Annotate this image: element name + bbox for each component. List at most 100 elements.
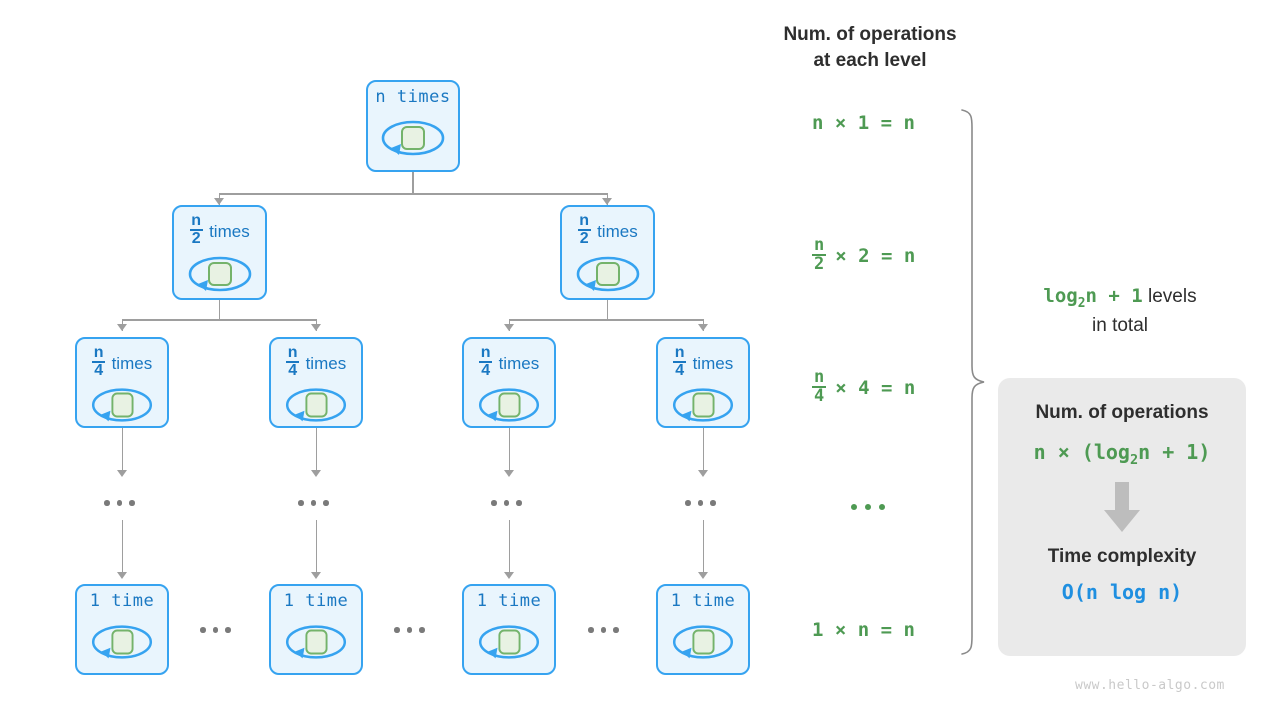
down-arrow-icon — [1104, 482, 1140, 532]
tree-ellipsis-between-2 — [394, 627, 425, 633]
self-loop — [464, 381, 554, 429]
tree-node-last-2[interactable]: 1 time — [269, 584, 363, 675]
tree-node-last-4[interactable]: 1 time — [656, 584, 750, 675]
tree-ellipsis-vertical-3 — [491, 500, 522, 506]
self-loop-icon — [285, 388, 347, 422]
self-loop-icon — [188, 256, 251, 291]
arrowhead-l2-left — [214, 198, 224, 205]
self-loop — [271, 610, 361, 673]
operations-row-3-rest: × 4 = n — [835, 377, 916, 400]
self-loop — [464, 610, 554, 673]
self-loop-icon — [91, 624, 153, 659]
operations-row-1-text: n × 1 = n — [812, 112, 915, 134]
connector-l3-3-to-dots — [508, 428, 511, 473]
levels-note-line2: in total — [1092, 314, 1148, 336]
self-loop-icon — [478, 624, 540, 659]
node-label: n 2 times — [189, 212, 250, 249]
node-label: n 2 times — [577, 212, 638, 249]
operations-column-title: Num. of operations at each level — [760, 22, 980, 73]
operations-row-3: n 4 × 4 = n — [812, 368, 916, 407]
tree-ellipsis-between-3 — [588, 627, 619, 633]
fraction-denominator: 4 — [92, 361, 106, 380]
arrowhead-last-4 — [698, 572, 708, 579]
connector-l3-2-to-dots — [315, 428, 318, 473]
summary-card: Num. of operations n × (log2n + 1) Time … — [998, 378, 1246, 656]
fraction: n 4 — [479, 344, 493, 380]
fraction-denominator: 4 — [479, 361, 493, 380]
fraction-denominator: 2 — [812, 254, 827, 275]
tree-ellipsis-between-1 — [200, 627, 231, 633]
self-loop — [658, 610, 748, 673]
fraction-denominator: 2 — [577, 229, 591, 248]
connector-dots-2-to-last — [315, 520, 318, 575]
tree-node-level3-1[interactable]: n 4 times — [75, 337, 169, 428]
fraction: n 2 — [812, 236, 827, 275]
node-label: n 4 times — [673, 344, 734, 381]
tree-node-level3-2[interactable]: n 4 times — [269, 337, 363, 428]
fraction: n 2 — [577, 212, 591, 248]
node-label: n 4 times — [286, 344, 346, 381]
connector-root-down — [412, 172, 414, 194]
fraction: n 2 — [189, 212, 203, 248]
operations-row-5-text: 1 × n = n — [812, 619, 915, 641]
operations-title-line1: Num. of operations — [783, 24, 957, 45]
node-label: 1 time — [283, 591, 349, 611]
operations-row-2-rest: × 2 = n — [835, 245, 916, 268]
self-loop — [368, 106, 458, 170]
connector-l2l-down — [218, 300, 221, 320]
card-complexity-formula: O(n log n) — [1061, 580, 1183, 604]
operations-row-1: n × 1 = n — [812, 112, 915, 134]
node-label-suffix: times — [111, 353, 153, 373]
arrowhead-l3-1 — [117, 324, 127, 331]
node-label: 1 time — [670, 591, 736, 611]
levels-note-line1: log2n + 1 levels — [980, 283, 1260, 313]
node-label: 1 time — [476, 591, 542, 611]
connector-l2r-bar — [509, 319, 704, 321]
arrowhead-last-3 — [504, 572, 514, 579]
operations-row-4-ellipsis — [851, 504, 885, 510]
arrowhead-dots-1 — [117, 470, 127, 477]
arrowhead-dots-2 — [311, 470, 321, 477]
self-loop — [77, 381, 167, 429]
levels-suffix: levels — [1142, 286, 1197, 307]
self-loop-icon — [576, 256, 639, 291]
tree-node-level3-4[interactable]: n 4 times — [656, 337, 750, 428]
connector-dots-4-to-last — [702, 520, 705, 575]
self-loop-icon — [478, 388, 540, 422]
arrowhead-l2-right — [602, 198, 612, 205]
fraction-numerator: n — [579, 212, 590, 229]
node-label-suffix: times — [597, 221, 638, 241]
connector-dots-1-to-last — [121, 520, 124, 575]
self-loop-icon — [672, 388, 734, 422]
arrowhead-dots-4 — [698, 470, 708, 477]
fraction: n 4 — [812, 368, 827, 406]
tree-node-last-3[interactable]: 1 time — [462, 584, 556, 675]
tree-ellipsis-vertical-2 — [298, 500, 329, 506]
arrowhead-l3-3 — [504, 324, 514, 331]
levels-formula: log2n + 1 — [1043, 285, 1143, 311]
connector-l2l-bar — [122, 319, 317, 321]
tree-node-last-1[interactable]: 1 time — [75, 584, 169, 675]
node-label: 1 time — [89, 591, 155, 611]
card-complexity-heading: Time complexity — [1047, 546, 1197, 567]
connector-dots-3-to-last — [508, 520, 511, 575]
tree-node-level1-1[interactable]: n times — [366, 80, 460, 172]
fraction: n 4 — [92, 344, 106, 380]
watermark: www.hello-algo.com — [1075, 678, 1225, 693]
self-loop — [77, 610, 167, 673]
connector-l3-4-to-dots — [702, 428, 705, 473]
card-operations-heading: Num. of operations — [1035, 402, 1209, 423]
self-loop — [658, 381, 748, 429]
node-label: n 4 times — [92, 344, 153, 381]
arrowhead-dots-3 — [504, 470, 514, 477]
self-loop — [271, 381, 361, 429]
node-label-suffix: times — [498, 353, 540, 373]
tree-node-level2-2[interactable]: n 2 times — [560, 205, 655, 300]
node-label-suffix: times — [692, 353, 734, 373]
arrowhead-last-2 — [311, 572, 321, 579]
fraction: n 4 — [286, 344, 300, 380]
fraction-denominator: 4 — [673, 361, 687, 380]
tree-node-level2-1[interactable]: n 2 times — [172, 205, 267, 300]
tree-node-level3-3[interactable]: n 4 times — [462, 337, 556, 428]
fraction: n 4 — [673, 344, 687, 380]
